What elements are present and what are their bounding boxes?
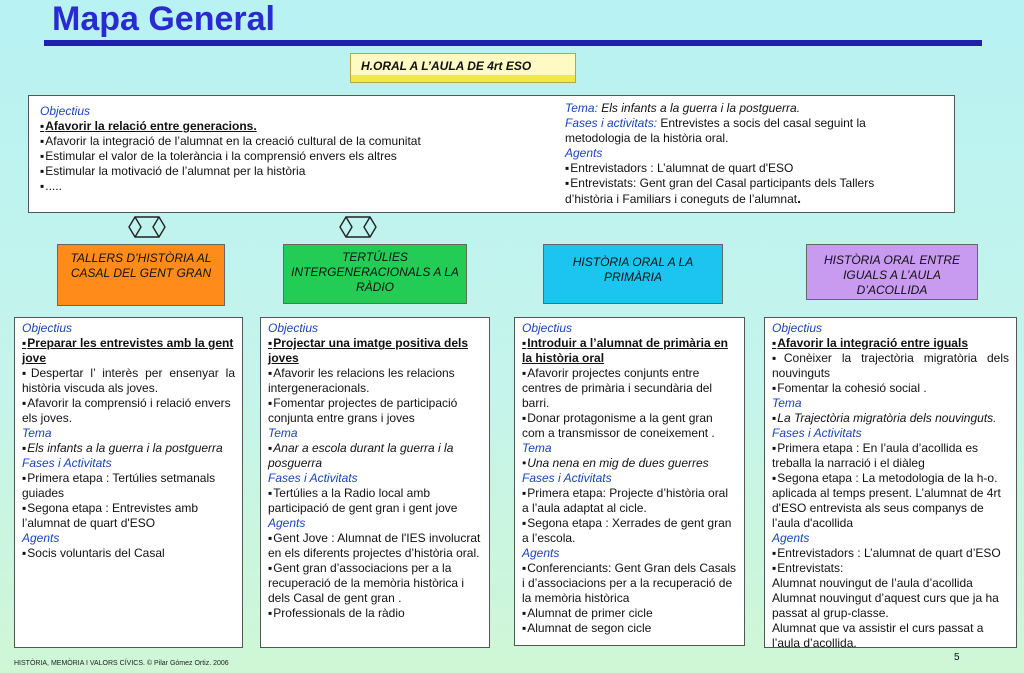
objective-item: ..... [40, 179, 435, 194]
main-topic-label: H.ORAL A L’AULA DE 4rt ESO [350, 53, 576, 83]
agents-heading: Agents [522, 546, 560, 560]
objective-item: Projectar una imatge positiva dels joves [268, 336, 482, 366]
objectives-heading: Objectius [22, 321, 73, 335]
agent-item: Gent gran d’associacions per a la recupe… [268, 561, 482, 606]
detail-panel-tertulies: Objectius Projectar una imatge positiva … [260, 317, 490, 648]
agents-heading: Agents [772, 531, 810, 545]
objective-item: Afavorir projectes conjunts entre centre… [522, 366, 737, 411]
agent-item: Conferenciants: Gent Gran dels Casals i … [522, 561, 737, 606]
tema-item: Anar a escola durant la guerra i la posg… [268, 441, 482, 471]
objectives-heading: Objectius [268, 321, 319, 335]
general-objectives: Objectius Afavorir la relació entre gene… [40, 104, 435, 194]
tema-heading: Tema [268, 426, 298, 440]
tema-line: Tema: Els infants a la guerra i la postg… [565, 101, 895, 116]
page-number: 5 [954, 652, 960, 663]
fases-text: Entrevistes a socis del casal seguint la… [565, 116, 866, 145]
agent-item: Entrevistadors : L’alumnat de quart d'ES… [565, 161, 895, 176]
agent-item: Alumnat de segon cicle [522, 621, 737, 636]
objective-item: Afavorir la comprensió i relació envers … [22, 396, 235, 426]
agent-item-continuation: d’història i Familiars i coneguts de l’a… [565, 190, 801, 207]
fase-item: Segona etapa : La metodologia de la h-o. [772, 471, 1009, 486]
tema-item: La Trajectòria migratòria dels nouvingut… [772, 411, 1009, 426]
title-rule [44, 40, 982, 46]
tema-text: Els infants a la guerra i la postguerra. [601, 101, 801, 115]
fase-item-continuation: aplicada al temps present. L’alumnat de … [772, 486, 1001, 530]
agent-item: Entrevistats: [772, 561, 1009, 576]
fase-item: Segona etapa : Xerrades de gent gran a l… [522, 516, 737, 546]
objective-item: Afavorir la integració entre iguals [772, 336, 1009, 351]
agent-item: Gent Jove : Alumnat de l'IES involucrat … [268, 531, 482, 561]
head-historia-primaria: HISTÒRIA ORAL A LA PRIMÀRIA [543, 244, 723, 304]
fase-item: Tertúlies a la Radio local amb participa… [268, 486, 482, 516]
detail-panel-acollida: Objectius Afavorir la integració entre i… [764, 317, 1017, 650]
fases-heading: Fases i Activitats [522, 471, 612, 485]
head-historia-acollida: HISTÒRIA ORAL ENTRE IGUALS A L’AULA D’AC… [806, 244, 978, 300]
tema-item: Els infants a la guerra i la postguerra [22, 441, 235, 456]
fase-item: Segona etapa : Entrevistes amb l’alumnat… [22, 501, 235, 531]
objective-item: Afavorir la relació entre generacions. [40, 119, 435, 134]
objective-item: Afavorir la integració de l’alumnat en l… [40, 134, 435, 149]
tema-heading: Tema [772, 396, 802, 410]
page-title: Mapa General [52, 0, 275, 38]
agent-subitem: Alumnat nouvingut de l’aula d’acollida [772, 576, 973, 590]
fases-heading: Fases i Activitats [268, 471, 358, 485]
objective-item: Fomentar la cohesió social . [772, 381, 1009, 396]
tema-heading: Tema: [565, 101, 598, 115]
objective-item: Conèixer la trajectòria migratòria dels … [772, 351, 1009, 381]
objective-item: Afavorir les relacions les relacions int… [268, 366, 482, 396]
agents-heading: Agents [22, 531, 60, 545]
general-overview-panel: Objectius Afavorir la relació entre gene… [28, 95, 955, 213]
objective-item: Estimular el valor de la tolerància i la… [40, 149, 435, 164]
footer-credit: HISTÒRIA, MEMÒRIA I VALORS CÍVICS. © Pil… [14, 660, 229, 667]
agent-subitem: Alumnat que va assistir el curs passat a… [772, 621, 984, 650]
fase-item: Primera etapa : Tertúlies setmanals guia… [22, 471, 235, 501]
agent-item: Alumnat de primer cicle [522, 606, 737, 621]
objective-item: Introduir a l’alumnat de primària en la … [522, 336, 737, 366]
tema-heading: Tema [522, 441, 552, 455]
head-tertulies-radio: TERTÚLIES INTERGENERACIONALS A LA RÀDIO [283, 244, 467, 304]
agent-item: Entrevistats: Gent gran del Casal partic… [565, 176, 895, 191]
objectives-heading: Objectius [772, 321, 823, 335]
detail-panel-primaria: Objectius Introduir a l’alumnat de primà… [514, 317, 745, 646]
objective-item: Estimular la motivació de l’alumnat per … [40, 164, 435, 179]
tema-heading: Tema [22, 426, 52, 440]
fases-heading: Fases i Activitats [772, 426, 862, 440]
fases-heading: Fases i activitats: [565, 116, 658, 130]
head-tallers-casal: TALLERS D’HISTÒRIA AL CASAL DEL GENT GRA… [57, 244, 225, 306]
general-details: Tema: Els infants a la guerra i la postg… [565, 101, 895, 207]
agent-item: Entrevistadors : L’alumnat de quart d’ES… [772, 546, 1009, 561]
agents-heading: Agents [565, 146, 603, 160]
agent-subitem: Alumnat nouvingut d’aquest curs que ja h… [772, 591, 999, 620]
objective-item: Despertar l’ interès per ensenyar la his… [22, 366, 235, 396]
fases-line: Fases i activitats: Entrevistes a socis … [565, 116, 895, 146]
objective-item: Fomentar projectes de participació conju… [268, 396, 482, 426]
fase-item: Primera etapa: Projecte d’història oral … [522, 486, 737, 516]
agent-item: Professionals de la ràdio [268, 606, 482, 621]
agents-heading: Agents [268, 516, 306, 530]
objectives-heading: Objectius [40, 104, 91, 118]
fases-heading: Fases i Activitats [22, 456, 112, 470]
fase-item: Primera etapa : En l’aula d’acollida es … [772, 441, 1009, 471]
objective-item: Donar protagonisme a la gent gran com a … [522, 411, 737, 441]
detail-panel-tallers: Objectius Preparar les entrevistes amb l… [14, 317, 243, 648]
agent-item: Socis voluntaris del Casal [22, 546, 235, 561]
tema-item: Una nena en mig de dues guerres [522, 456, 737, 471]
objectives-heading: Objectius [522, 321, 573, 335]
objective-item: Preparar les entrevistes amb la gent jov… [22, 336, 235, 366]
double-arrow-icon [339, 216, 377, 238]
double-arrow-icon [128, 216, 166, 238]
